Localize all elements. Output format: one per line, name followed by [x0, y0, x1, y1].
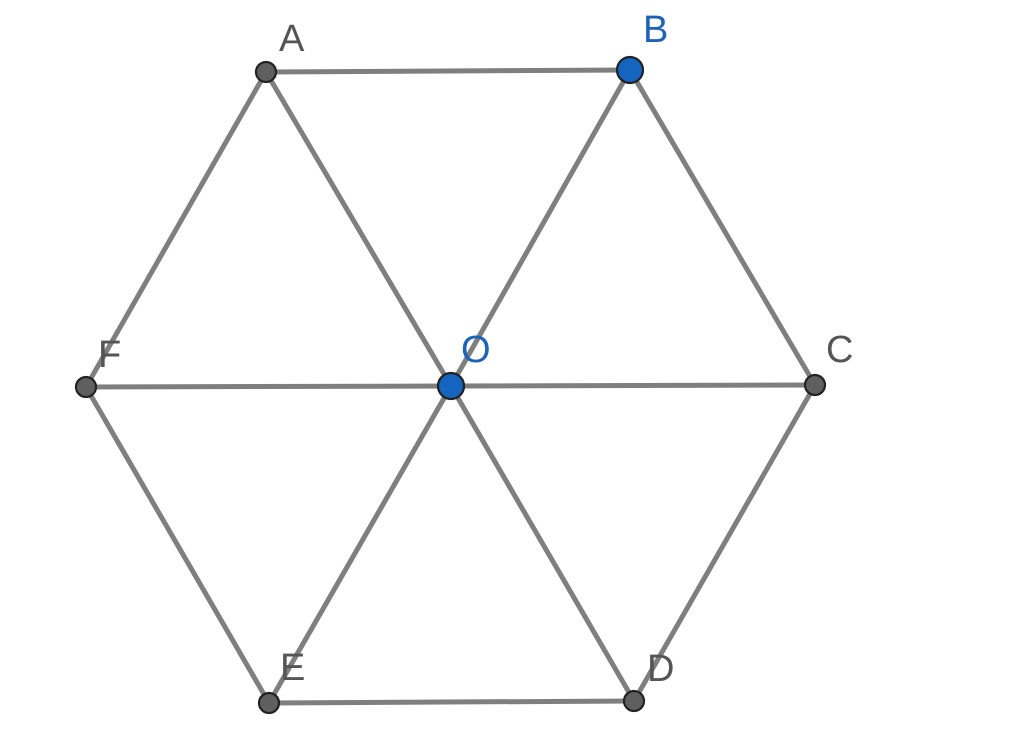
segment-fa	[83, 69, 269, 390]
points-layer	[74, 55, 827, 715]
point-label-a: A	[279, 18, 305, 60]
point-label-d: D	[647, 648, 674, 690]
point-label-f: F	[98, 334, 121, 376]
segment-bc	[627, 67, 818, 388]
segment-bo	[448, 67, 633, 389]
point-c[interactable]	[803, 373, 827, 397]
segment-ao	[263, 69, 454, 389]
segment-cd	[631, 382, 818, 704]
segment-do	[448, 383, 637, 704]
segment-fo	[83, 383, 454, 390]
segment-eo	[266, 383, 454, 706]
segment-ef	[83, 384, 272, 706]
point-e[interactable]	[257, 691, 281, 715]
point-b[interactable]	[615, 55, 645, 85]
point-a[interactable]	[254, 60, 278, 84]
point-label-c: C	[826, 329, 853, 371]
segment-co	[448, 382, 818, 389]
segments-layer	[83, 67, 818, 706]
point-label-b: B	[643, 9, 668, 51]
point-o[interactable]	[436, 371, 466, 401]
segment-ab	[263, 67, 633, 75]
point-label-o: O	[461, 329, 491, 371]
point-f[interactable]	[74, 375, 98, 399]
segment-de	[266, 698, 637, 706]
labels-layer: A B C D E F O	[98, 9, 853, 690]
point-label-e: E	[280, 647, 305, 689]
point-d[interactable]	[622, 689, 646, 713]
